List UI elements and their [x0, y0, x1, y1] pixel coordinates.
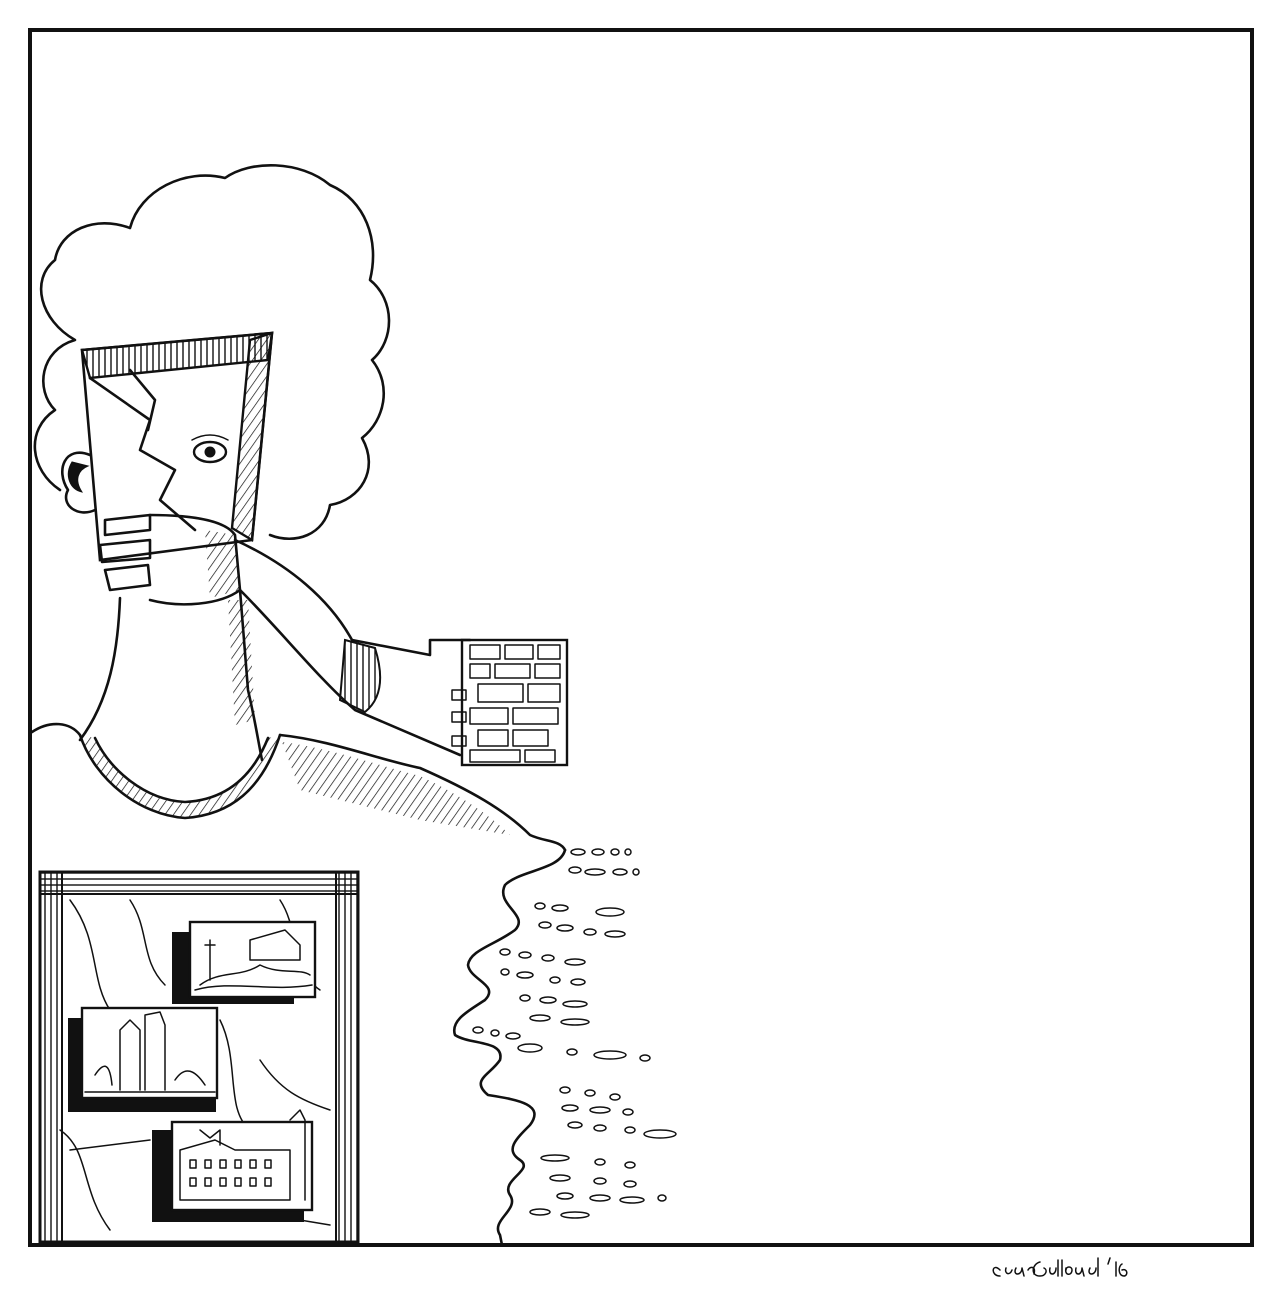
ear	[61, 451, 97, 514]
body-slope	[278, 733, 567, 852]
signature	[992, 1257, 1128, 1277]
eye-icon	[192, 440, 228, 464]
brick-hand	[451, 638, 569, 767]
face-frame	[80, 331, 274, 562]
frame-border	[28, 28, 1254, 1247]
framed-postcards	[38, 870, 360, 1244]
neck	[78, 596, 122, 742]
hand-over-mouth	[98, 513, 242, 606]
melting-drip	[452, 848, 677, 1247]
arm-extended	[233, 538, 472, 757]
collar-inner	[93, 736, 270, 804]
hair-cloud	[33, 163, 391, 540]
